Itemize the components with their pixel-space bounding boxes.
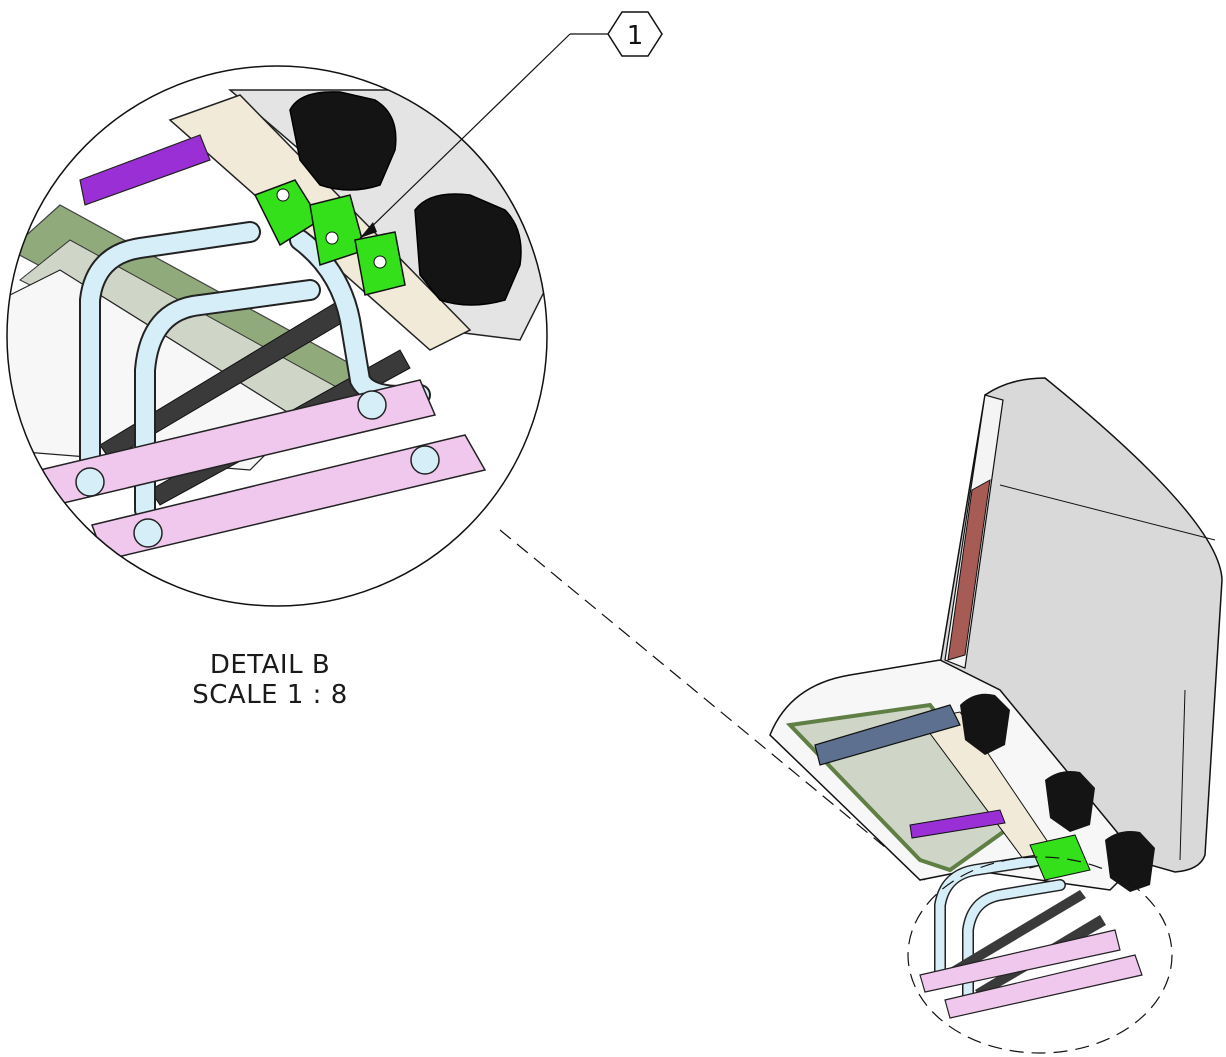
seat-actuator-1	[950, 890, 1086, 976]
black-block-upper	[289, 91, 397, 191]
black-block-lower	[414, 193, 522, 306]
detail-title: DETAIL B	[209, 650, 331, 680]
detail-projection-line	[499, 529, 926, 881]
detail-scale: SCALE 1 : 8	[192, 680, 348, 710]
plate-bolt-4	[410, 445, 440, 475]
seat-black-block-1	[960, 693, 1010, 755]
balloon-number: 1	[627, 21, 644, 51]
seat-hinge-bar	[814, 704, 961, 766]
seat-pink-plate-1	[919, 929, 1121, 993]
seat-purple-rail	[909, 809, 1006, 839]
detail-b-circle	[6, 65, 548, 607]
balloon-callout: 1	[359, 11, 663, 239]
seat-backrest	[939, 377, 1223, 873]
plate-bolt-3	[133, 518, 163, 548]
detail-b-view	[7, 89, 547, 561]
bracket-bolt-3	[373, 255, 387, 269]
leader-arrowhead	[360, 222, 377, 238]
leader-line	[359, 33, 571, 239]
seat-black-block-2	[1045, 771, 1095, 832]
detail-caption: DETAIL B SCALE 1 : 8	[150, 650, 390, 710]
purple-rail	[79, 134, 211, 206]
seat-assembly-view	[769, 377, 1223, 1019]
plate-bolt-2	[357, 390, 387, 420]
seat-green-bracket	[1029, 834, 1091, 881]
detail-b-marker	[907, 856, 1173, 1054]
seat-black-block-3	[1105, 831, 1155, 892]
seat-pink-plate-2	[944, 954, 1143, 1019]
balloon-hexagon	[607, 11, 663, 57]
backrest-red-strip	[947, 479, 991, 661]
bracket-bolt-1	[276, 188, 290, 202]
plate-bolt-1	[75, 467, 105, 497]
bracket-bolt-2	[325, 231, 339, 245]
